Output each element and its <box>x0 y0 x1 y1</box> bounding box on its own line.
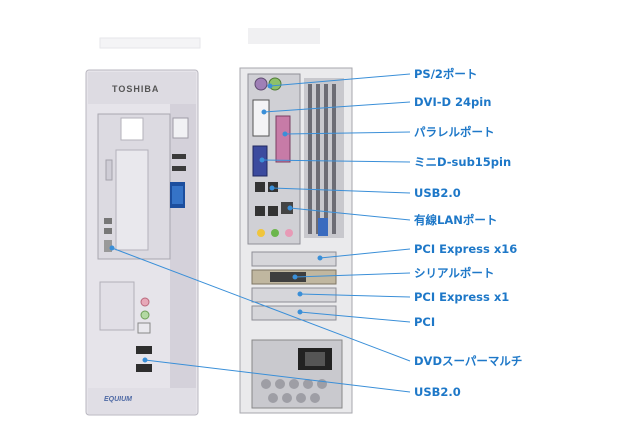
label-mini-dsub: ミニD-sub15pin <box>414 155 512 169</box>
label-dvi-d: DVI-D 24pin <box>414 95 492 109</box>
label-dvd-drive: DVDスーパーマルチ <box>414 354 523 368</box>
label-parallel-port: パラレルポート <box>414 125 495 139</box>
brand-logo-bottom: EQUIUM <box>104 396 132 403</box>
label-usb-rear: USB2.0 <box>414 186 461 200</box>
front-view-pc <box>85 37 201 416</box>
label-pci-express-x1: PCI Express x1 <box>414 290 510 304</box>
label-ps2-port: PS/2ポート <box>414 67 478 81</box>
label-serial-port: シリアルポート <box>414 266 495 280</box>
rear-view-pc <box>239 28 353 414</box>
label-usb-front: USB2.0 <box>414 385 461 399</box>
label-pci: PCI <box>414 315 436 329</box>
brand-logo-top: TOSHIBA <box>112 84 160 94</box>
label-lan-port: 有線LANポート <box>414 213 498 227</box>
label-pci-express-x16: PCI Express x16 <box>414 242 518 256</box>
leader-lines <box>109 73 411 393</box>
